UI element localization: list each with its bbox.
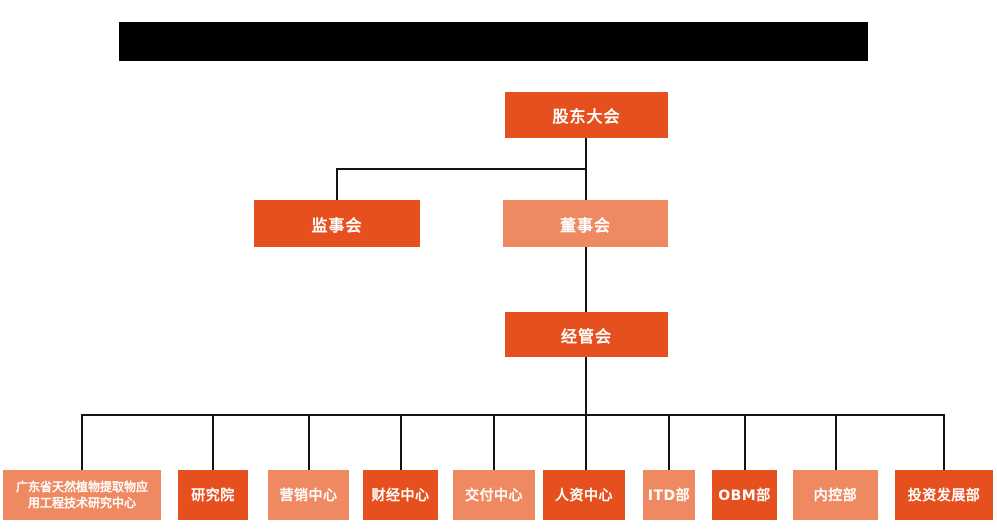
- node-delivery-center: 交付中心: [453, 470, 535, 520]
- connector-line: [81, 414, 83, 470]
- node-investment-dev-dept: 投资发展部: [895, 470, 993, 520]
- connector-line: [81, 414, 945, 416]
- node-internal-control-dept: 内控部: [793, 470, 878, 520]
- connector-line: [585, 247, 587, 312]
- node-board-of-directors: 董事会: [503, 200, 668, 247]
- node-management-committee: 经管会: [505, 312, 668, 357]
- connector-line: [585, 414, 587, 470]
- connector-line: [400, 414, 402, 470]
- node-hr-center: 人资中心: [543, 470, 625, 520]
- node-obm-dept: OBM部: [712, 470, 777, 520]
- node-itd-dept: ITD部: [643, 470, 695, 520]
- connector-line: [668, 414, 670, 470]
- node-research-institute: 研究院: [178, 470, 248, 520]
- connector-line: [336, 168, 338, 200]
- connector-line: [585, 357, 587, 415]
- connector-line: [835, 414, 837, 470]
- node-research-center: 广东省天然植物提取物应用工程技术研究中心: [3, 470, 161, 520]
- node-supervisory-board: 监事会: [254, 200, 420, 247]
- redacted-title-bar: [119, 22, 868, 61]
- connector-line: [336, 168, 587, 170]
- node-finance-center: 财经中心: [363, 470, 438, 520]
- connector-line: [212, 414, 214, 470]
- connector-line: [308, 414, 310, 470]
- node-shareholders-meeting: 股东大会: [505, 92, 668, 138]
- connector-line: [744, 414, 746, 470]
- node-marketing-center: 营销中心: [268, 470, 349, 520]
- connector-line: [493, 414, 495, 470]
- connector-line: [943, 414, 945, 470]
